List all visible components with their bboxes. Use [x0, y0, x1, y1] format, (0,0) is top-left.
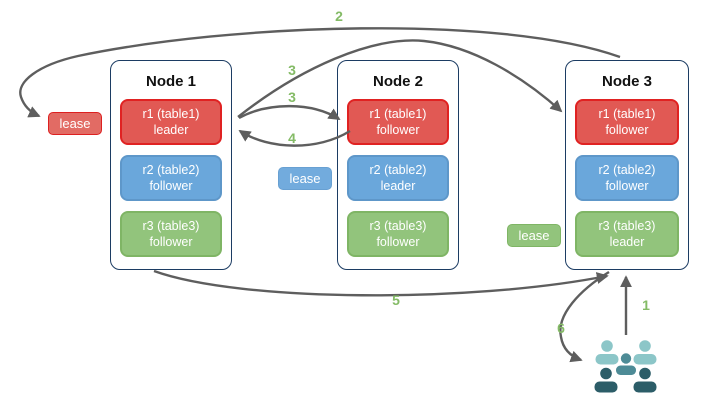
- step-label-1: 1: [642, 297, 650, 313]
- replica-name: r2 (table2): [142, 162, 200, 177]
- node-1-title: Node 1: [145, 73, 196, 90]
- replica-name: r3 (table3): [369, 218, 427, 233]
- replica-name: r3 (table3): [142, 218, 200, 233]
- replica-role: follower: [605, 123, 649, 137]
- replica-name: r1 (table1): [369, 106, 427, 121]
- replica-name: r1 (table1): [142, 106, 200, 121]
- lease-badge-green: lease: [507, 224, 561, 247]
- node-3-title: Node 3: [601, 73, 652, 90]
- node-3-replica-r3: r3 (table3) leader: [575, 211, 679, 257]
- arrow-step-5: [153, 269, 609, 297]
- replica-name: r2 (table2): [369, 162, 427, 177]
- arrow-step-3-to-node2: [238, 104, 341, 121]
- node-1-replica-r2: r2 (table2) follower: [120, 155, 222, 201]
- node-1-replica-r3: r3 (table3) follower: [120, 211, 222, 257]
- node-2-replica-r1: r1 (table1) follower: [347, 99, 449, 145]
- node-2: Node 2 r1 (table1) follower r2 (table2) …: [337, 60, 459, 270]
- replica-role: follower: [149, 235, 193, 249]
- step-label-6: 6: [557, 320, 565, 336]
- replica-name: r1 (table1): [598, 106, 656, 121]
- users-group-icon: [594, 340, 657, 393]
- step-label-4: 4: [288, 130, 296, 146]
- node-1-replica-r1: r1 (table1) leader: [120, 99, 222, 145]
- replica-role: leader: [153, 123, 189, 137]
- node-1: Node 1 r1 (table1) leader r2 (table2) fo…: [110, 60, 232, 270]
- node-3: Node 3 r1 (table1) follower r2 (table2) …: [565, 60, 689, 270]
- replica-role: follower: [376, 235, 420, 249]
- replica-role: leader: [609, 235, 645, 249]
- replica-role: leader: [380, 179, 416, 193]
- node-3-replica-r2: r2 (table2) follower: [575, 155, 679, 201]
- node-3-replica-r1: r1 (table1) follower: [575, 99, 679, 145]
- node-2-title: Node 2: [372, 73, 423, 90]
- replica-name: r2 (table2): [598, 162, 656, 177]
- step-label-3b: 3: [288, 89, 296, 105]
- lease-badge-red: lease: [48, 112, 102, 135]
- step-label-2: 2: [335, 8, 343, 24]
- replica-role: follower: [376, 123, 420, 137]
- lease-badge-blue: lease: [278, 167, 332, 190]
- step-label-5: 5: [392, 292, 400, 308]
- replica-role: follower: [605, 179, 649, 193]
- node-2-replica-r2: r2 (table2) leader: [347, 155, 449, 201]
- replica-role: follower: [149, 179, 193, 193]
- step-label-3a: 3: [288, 62, 296, 78]
- replica-name: r3 (table3): [598, 218, 656, 233]
- node-2-replica-r3: r3 (table3) follower: [347, 211, 449, 257]
